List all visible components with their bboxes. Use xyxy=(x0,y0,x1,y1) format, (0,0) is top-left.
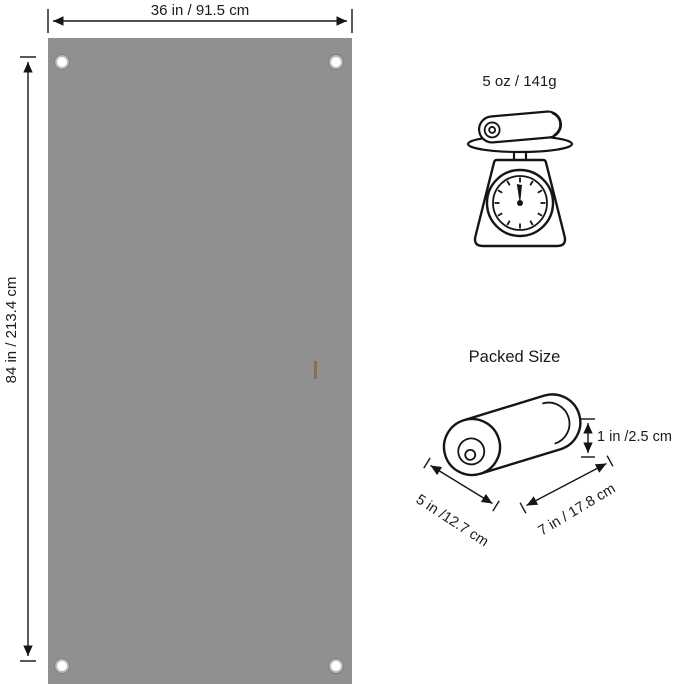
grommet-bottom-right xyxy=(329,659,343,673)
tarp-panel xyxy=(48,38,352,684)
fold-mark xyxy=(314,361,317,379)
height-dimension-label: 84 in / 213.4 cm xyxy=(3,276,20,384)
weight-label: 5 oz / 141g xyxy=(482,73,557,90)
grommet-top-left xyxy=(55,55,69,69)
rolled-blanket-icon xyxy=(478,110,562,144)
grommet-top-right xyxy=(329,55,343,69)
width-dimension-label: 36 in / 91.5 cm xyxy=(150,2,250,19)
grommet-bottom-left xyxy=(55,659,69,673)
height-dimension-arrow xyxy=(20,56,36,662)
kitchen-scale-icon xyxy=(466,110,574,248)
thickness-dimension-label: 1 in /2.5 cm xyxy=(597,429,672,445)
scale-needle xyxy=(516,184,522,205)
packed-blanket-icon xyxy=(442,393,582,477)
packed-size-title: Packed Size xyxy=(468,348,561,366)
